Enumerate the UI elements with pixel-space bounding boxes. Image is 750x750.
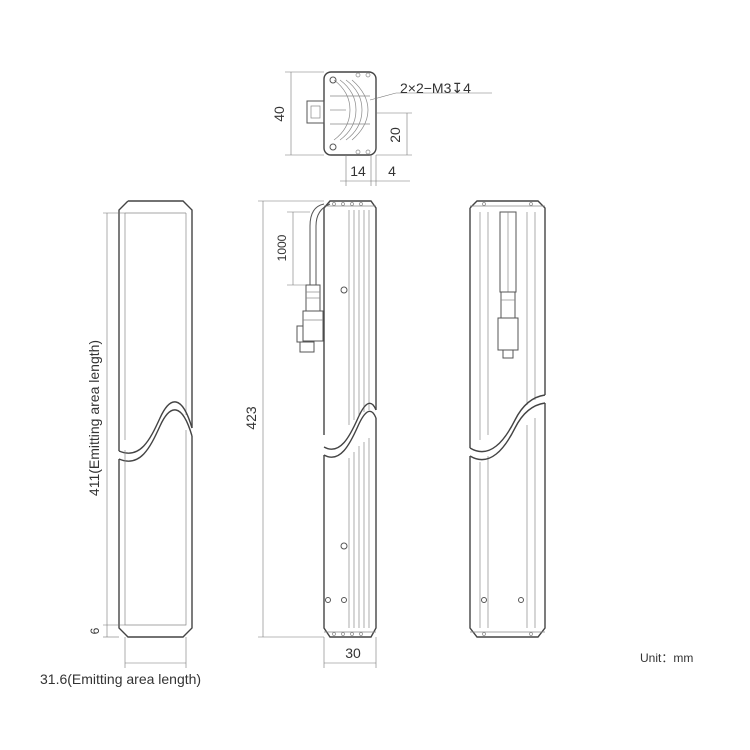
emitting-length-label: 411(Emitting area length) — [86, 340, 102, 496]
end-view-width-right-label: 4 — [388, 163, 396, 179]
back-connector — [497, 317, 519, 351]
emitting-width-label: 31.6(Emitting area length) — [40, 671, 201, 687]
heatsink-pattern — [330, 79, 370, 141]
side-screw-lower — [340, 542, 348, 550]
end-view: 40 20 14 4 2×2−M3↧4 — [271, 71, 492, 186]
side-width-label: 30 — [345, 645, 361, 661]
side-break-upper — [323, 402, 377, 450]
cable — [309, 203, 325, 285]
screw-hole-bottom — [329, 143, 337, 151]
side-view-fins — [348, 210, 370, 628]
end-view-connector — [306, 100, 325, 124]
thread-callout: 2×2−M3↧4 — [400, 80, 471, 96]
back-view — [469, 200, 546, 638]
total-length-label: 423 — [243, 406, 259, 430]
end-view-offset-label: 20 — [387, 127, 403, 143]
cable-length-label: 1000 — [275, 234, 289, 261]
edge-label: 6 — [88, 627, 102, 634]
unit-label: Unit：mm — [640, 651, 693, 665]
screw-hole-top — [329, 76, 337, 84]
back-view-rails — [479, 212, 536, 628]
side-view: 1000 423 30 — [243, 200, 377, 668]
break-line-upper — [118, 401, 193, 454]
back-break-upper — [469, 394, 546, 453]
side-screw-upper — [340, 286, 348, 294]
break-line-lower — [118, 409, 193, 462]
end-view-width-left-label: 14 — [350, 163, 366, 179]
front-view: 411(Emitting area length) 6 31.6(Emittin… — [40, 200, 201, 687]
end-view-height-label: 40 — [271, 106, 287, 122]
